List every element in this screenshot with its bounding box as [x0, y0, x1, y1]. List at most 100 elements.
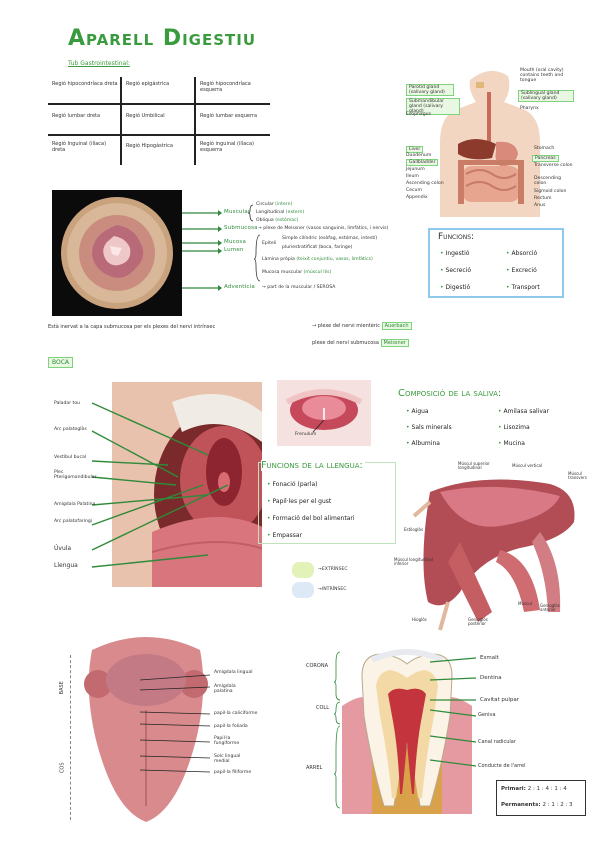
label-gallbladder: Gallbladder — [406, 159, 439, 167]
mouth-label-lines — [91, 402, 229, 568]
formula-primari: Primari: 2 : 1 : 4 : 1 : 4 — [501, 786, 567, 792]
muscle-label: Múscul vertical — [512, 463, 543, 468]
funcio-item: •Excreció — [506, 267, 537, 274]
saliva-item: •Mucina — [498, 440, 525, 447]
layer-adventicia-note: → part de la muscular / SEROSA — [262, 285, 336, 290]
tongue-label: papil·la foliada — [214, 724, 248, 729]
muscle-label: Estiloglòs — [404, 527, 424, 532]
muscle-label: Múscul — [518, 601, 532, 606]
tongue-label: papil·la filiforme — [214, 770, 252, 775]
label-pancreas: Pancreas — [532, 155, 559, 163]
layer-epiteli-item: pluriestratificat (boca, faringe) — [282, 245, 353, 250]
label-appendix: Appendix — [406, 195, 428, 200]
region-cell: Regió hipocondríaca dreta — [52, 81, 118, 87]
layer-submucosa: Submucosa — [224, 225, 258, 231]
muscle-label: Genioglòs anterior — [540, 603, 560, 613]
region-cell: Regió inguinal (ilíaca) esquerra — [200, 141, 254, 154]
label-descending-colon: Descending colon — [534, 176, 562, 187]
tooth-image — [342, 646, 472, 814]
digestive-system-figure: Parotid gland (salivary gland) Submandib… — [400, 62, 580, 217]
tooth-side-corona: CORONA — [306, 663, 328, 669]
saliva-item: •Aigua — [406, 408, 429, 415]
tooth-label: Canal radicular — [478, 739, 516, 745]
label-duodenum: Duodenum — [406, 153, 432, 158]
regions-grid: Regió hipocondríaca dreta Regió epigàstr… — [48, 73, 270, 169]
label-parotid: Parotid gland (salivary gland) — [406, 84, 454, 97]
saliva-item: •Sals minerals — [406, 424, 452, 431]
muscle-label: Múscul longitudinal inferior — [394, 557, 433, 567]
layer-mucosa-muscular: Mucosa muscular (múscul llis) — [262, 270, 332, 275]
intrinsec-legend-label: →INTRÍNSEC — [318, 587, 347, 592]
layer-muscular: Muscular — [224, 209, 251, 215]
layer-lamina: Làmina pròpia (teixit conjuntiu, vasos, … — [262, 257, 373, 262]
funcions-box: Funcions: •Ingestió •Absorció •Secreció … — [428, 228, 564, 298]
saliva-section: Composició de la saliva: •Aigua •Amilasa… — [396, 386, 586, 454]
tooth-label-lines — [430, 657, 477, 767]
layer-adventicia: Adventícia — [224, 284, 255, 290]
llengua-item: •Fonació (parla) — [267, 481, 318, 488]
muscle-label: Genioglòs posterior — [468, 617, 488, 627]
layer-epiteli: Epiteli — [262, 241, 277, 246]
label-anus: Anus — [534, 203, 546, 208]
layer-lumen: Lumen — [224, 247, 244, 253]
label-submandibular: Submandibular gland (salivary gland) — [406, 98, 460, 116]
llengua-heading: Funcions de la llengua: — [261, 460, 365, 471]
innervacio-text: Està inervat a la capa submucosa per els… — [48, 324, 216, 330]
muscle-label: Hioglòs — [412, 617, 427, 622]
tooth-side-arrel: ARREL — [306, 765, 323, 771]
label-cecum: Cecum — [406, 188, 422, 193]
label-pharynx: Pharynx — [520, 106, 539, 111]
muscle-label: Múscul transvers — [568, 471, 587, 481]
tooth-sides: CORONA COLL ARREL — [300, 650, 344, 820]
label-esophagus: Esophagus — [406, 112, 431, 117]
saliva-item: •Amilasa salivar — [498, 408, 550, 415]
muscle-label: Múscul superior longitudinal — [458, 461, 490, 471]
layer-epiteli-item: Simple cilíndric (esòfag, estómac, intes… — [282, 236, 378, 241]
tongue-label: Papil·la fungiforme — [214, 736, 240, 747]
extrinsec-legend-swatch — [292, 562, 314, 578]
intestine-cross-section — [52, 190, 182, 316]
tooth-label: Geniva — [478, 712, 496, 718]
label-rectum: Rectum — [534, 196, 552, 201]
label-ascending-colon: Ascending colon — [406, 181, 444, 186]
tongue-sides: BASE COS — [58, 655, 78, 820]
mouth-label: Arc palatofaringi — [54, 519, 93, 524]
label-stomach: Stomach — [534, 146, 555, 151]
dental-formula-box: Primari: 2 : 1 : 4 : 1 : 4 Permanents: 2… — [496, 780, 586, 816]
funcio-item: •Secreció — [440, 267, 472, 274]
intrinsec-legend-swatch — [292, 582, 314, 598]
saliva-item: •Albumina — [406, 440, 440, 447]
tub-heading: Tub Gastrointestinal: — [68, 60, 130, 67]
tooth-label: Conducte de l'arrel — [478, 763, 526, 769]
region-cell: Regió Inguinal (ilíaca) dreta — [52, 141, 107, 154]
mouth-label: Úvula — [54, 545, 72, 552]
layer-mucosa: Mucosa — [224, 239, 247, 245]
mouth-label: Paladar tou — [54, 401, 81, 406]
tongue-side-cos: COS — [59, 762, 66, 774]
tooth-label: Dentina — [480, 675, 502, 681]
llengua-box: Funcions de la llengua: •Fonació (parla)… — [258, 460, 396, 544]
mouth-label: Llengua — [54, 562, 78, 569]
label-transverse-colon: Transverse colon — [534, 163, 573, 168]
label-ileum: Ileum — [406, 174, 419, 179]
label-jejunum: Jejunum — [406, 167, 425, 172]
mouth-label: Vestíbul bucal — [54, 455, 87, 460]
tongue-muscles-figure: Múscul superior longitudinal Múscul vert… — [394, 461, 590, 634]
tongue-label-lines — [140, 674, 211, 773]
funcio-item: •Transport — [506, 284, 540, 291]
tooth-label: Esmalt — [480, 655, 499, 661]
layer-submucosa-note: → plexe de Meissner (vasos sanguinis, li… — [258, 226, 389, 231]
region-cell: Regió lumbar dreta — [52, 113, 101, 119]
extrinsec-legend-label: →EXTRÍNSEC — [318, 567, 348, 572]
page-title: Aparell Digestiu — [68, 26, 257, 51]
tooth-side-coll: COLL — [316, 705, 329, 711]
region-cell: Regió lumbar esquerra — [200, 113, 258, 119]
label-liver: Liver — [406, 146, 424, 154]
label-mouth: Mouth (oral cavity) contains teeth and t… — [520, 68, 564, 84]
region-cell: Regió Umbilical — [126, 113, 165, 119]
tongue-label: papil·la caliciforme — [214, 711, 258, 716]
saliva-heading: Composició de la saliva: — [398, 388, 502, 399]
region-cell: Regió epigàstrica — [126, 81, 170, 87]
layer-muscular-circular: Circular (intern) — [256, 202, 293, 207]
mouth-label: Arc palatoglòs — [54, 427, 87, 432]
